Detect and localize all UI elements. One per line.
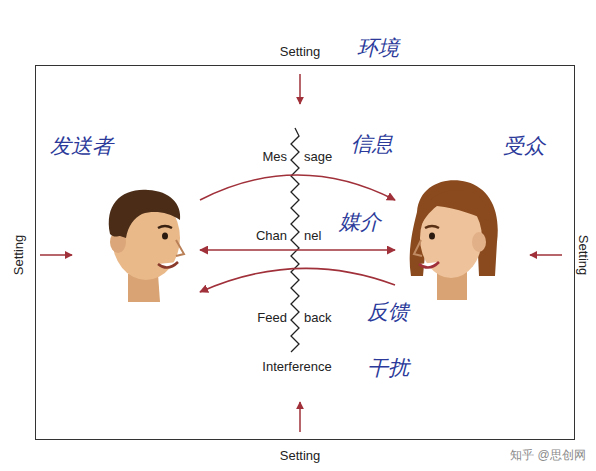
channel-label: Chan [256,229,287,244]
watermark: 知乎 @思创网 [508,449,588,463]
message-label: sage [304,150,332,165]
setting-label: Setting [576,235,591,275]
person-node: 发送者 [50,132,200,304]
person-label: 受众 [503,132,545,160]
setting-label: Setting [12,235,27,275]
annotation: 媒介 [339,210,381,234]
feedback-label: back [304,311,331,326]
interference-zigzag [291,128,299,352]
setting-arrow [299,402,301,432]
message-label: Mes [262,150,287,165]
setting-frame [36,66,575,440]
setting-label: Setting [280,449,320,464]
person-node: 受众 [395,132,545,304]
person-label: 发送者 [50,132,113,160]
setting-arrow [299,74,301,104]
sender-face [88,174,198,304]
communication-arrow [200,249,395,251]
setting-label: Setting [280,45,320,60]
annotation: 环境 [357,36,399,60]
annotation: 信息 [351,132,393,156]
communication-arrow [200,175,395,200]
interference-label: Interference [262,360,331,375]
communication-arrow [200,268,395,292]
receiver-face [397,172,507,302]
annotation: 反馈 [367,300,409,324]
annotation: 干扰 [367,356,409,380]
setting-arrow [530,254,562,256]
setting-arrow [40,254,72,256]
feedback-label: Feed [257,311,287,326]
channel-label: nel [304,229,321,244]
